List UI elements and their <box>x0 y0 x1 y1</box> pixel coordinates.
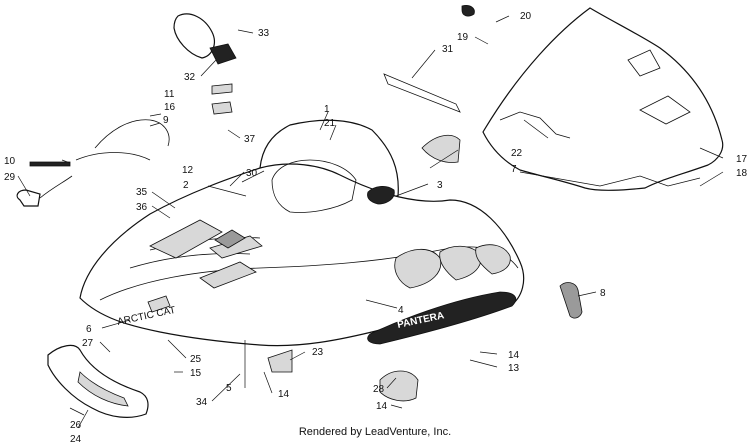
callout-14-center: 14 <box>278 389 290 400</box>
callout-36: 36 <box>136 202 148 213</box>
callout-19: 19 <box>457 32 469 43</box>
callout-31: 31 <box>442 44 454 55</box>
callout-10: 10 <box>4 156 16 167</box>
callout-4: 4 <box>398 305 404 316</box>
callout-2: 2 <box>183 180 189 191</box>
callout-3: 3 <box>437 180 443 191</box>
callout-14-bottom: 14 <box>376 401 388 412</box>
callout-13: 13 <box>508 363 520 374</box>
callout-26: 26 <box>70 420 82 431</box>
callout-23: 23 <box>312 347 324 358</box>
callout-35: 35 <box>136 187 148 198</box>
callout-12: 12 <box>182 165 194 176</box>
callout-14-right: 14 <box>508 350 520 361</box>
callout-30: 30 <box>246 168 258 179</box>
leader-lines <box>17 15 724 429</box>
callout-20: 20 <box>520 11 532 22</box>
callout-7: 7 <box>511 164 517 175</box>
callout-32: 32 <box>184 72 196 83</box>
callout-18: 18 <box>736 168 748 179</box>
callout-28: 28 <box>373 384 385 395</box>
callout-34: 34 <box>196 397 208 408</box>
mirror <box>173 13 237 115</box>
small-parts <box>267 5 583 402</box>
callout-16: 16 <box>164 102 176 113</box>
windshield <box>482 7 724 191</box>
cable-assembly <box>16 119 170 207</box>
callout-6: 6 <box>86 324 92 335</box>
front-bumper <box>47 344 149 418</box>
callout-8: 8 <box>600 288 606 299</box>
callout-5: 5 <box>226 383 232 394</box>
callout-29: 29 <box>4 172 16 183</box>
callouts: 1 2 3 4 5 6 7 8 9 10 11 12 13 14 14 14 1… <box>4 11 748 445</box>
callout-17: 17 <box>736 154 748 165</box>
hood <box>79 119 525 347</box>
callout-37: 37 <box>244 134 256 145</box>
callout-25: 25 <box>190 354 202 365</box>
callout-27: 27 <box>82 338 94 349</box>
callout-9: 9 <box>163 115 169 126</box>
footer-credit: Rendered by LeadVenture, Inc. <box>298 426 452 438</box>
callout-22: 22 <box>511 148 523 159</box>
callout-24: 24 <box>70 434 82 445</box>
callout-33: 33 <box>258 28 270 39</box>
callout-1: 1 <box>324 104 330 115</box>
callout-21: 21 <box>324 118 336 129</box>
callout-11: 11 <box>164 89 175 100</box>
callout-15: 15 <box>190 368 202 379</box>
hood-decal-text: ARCTIC CAT <box>116 305 176 328</box>
